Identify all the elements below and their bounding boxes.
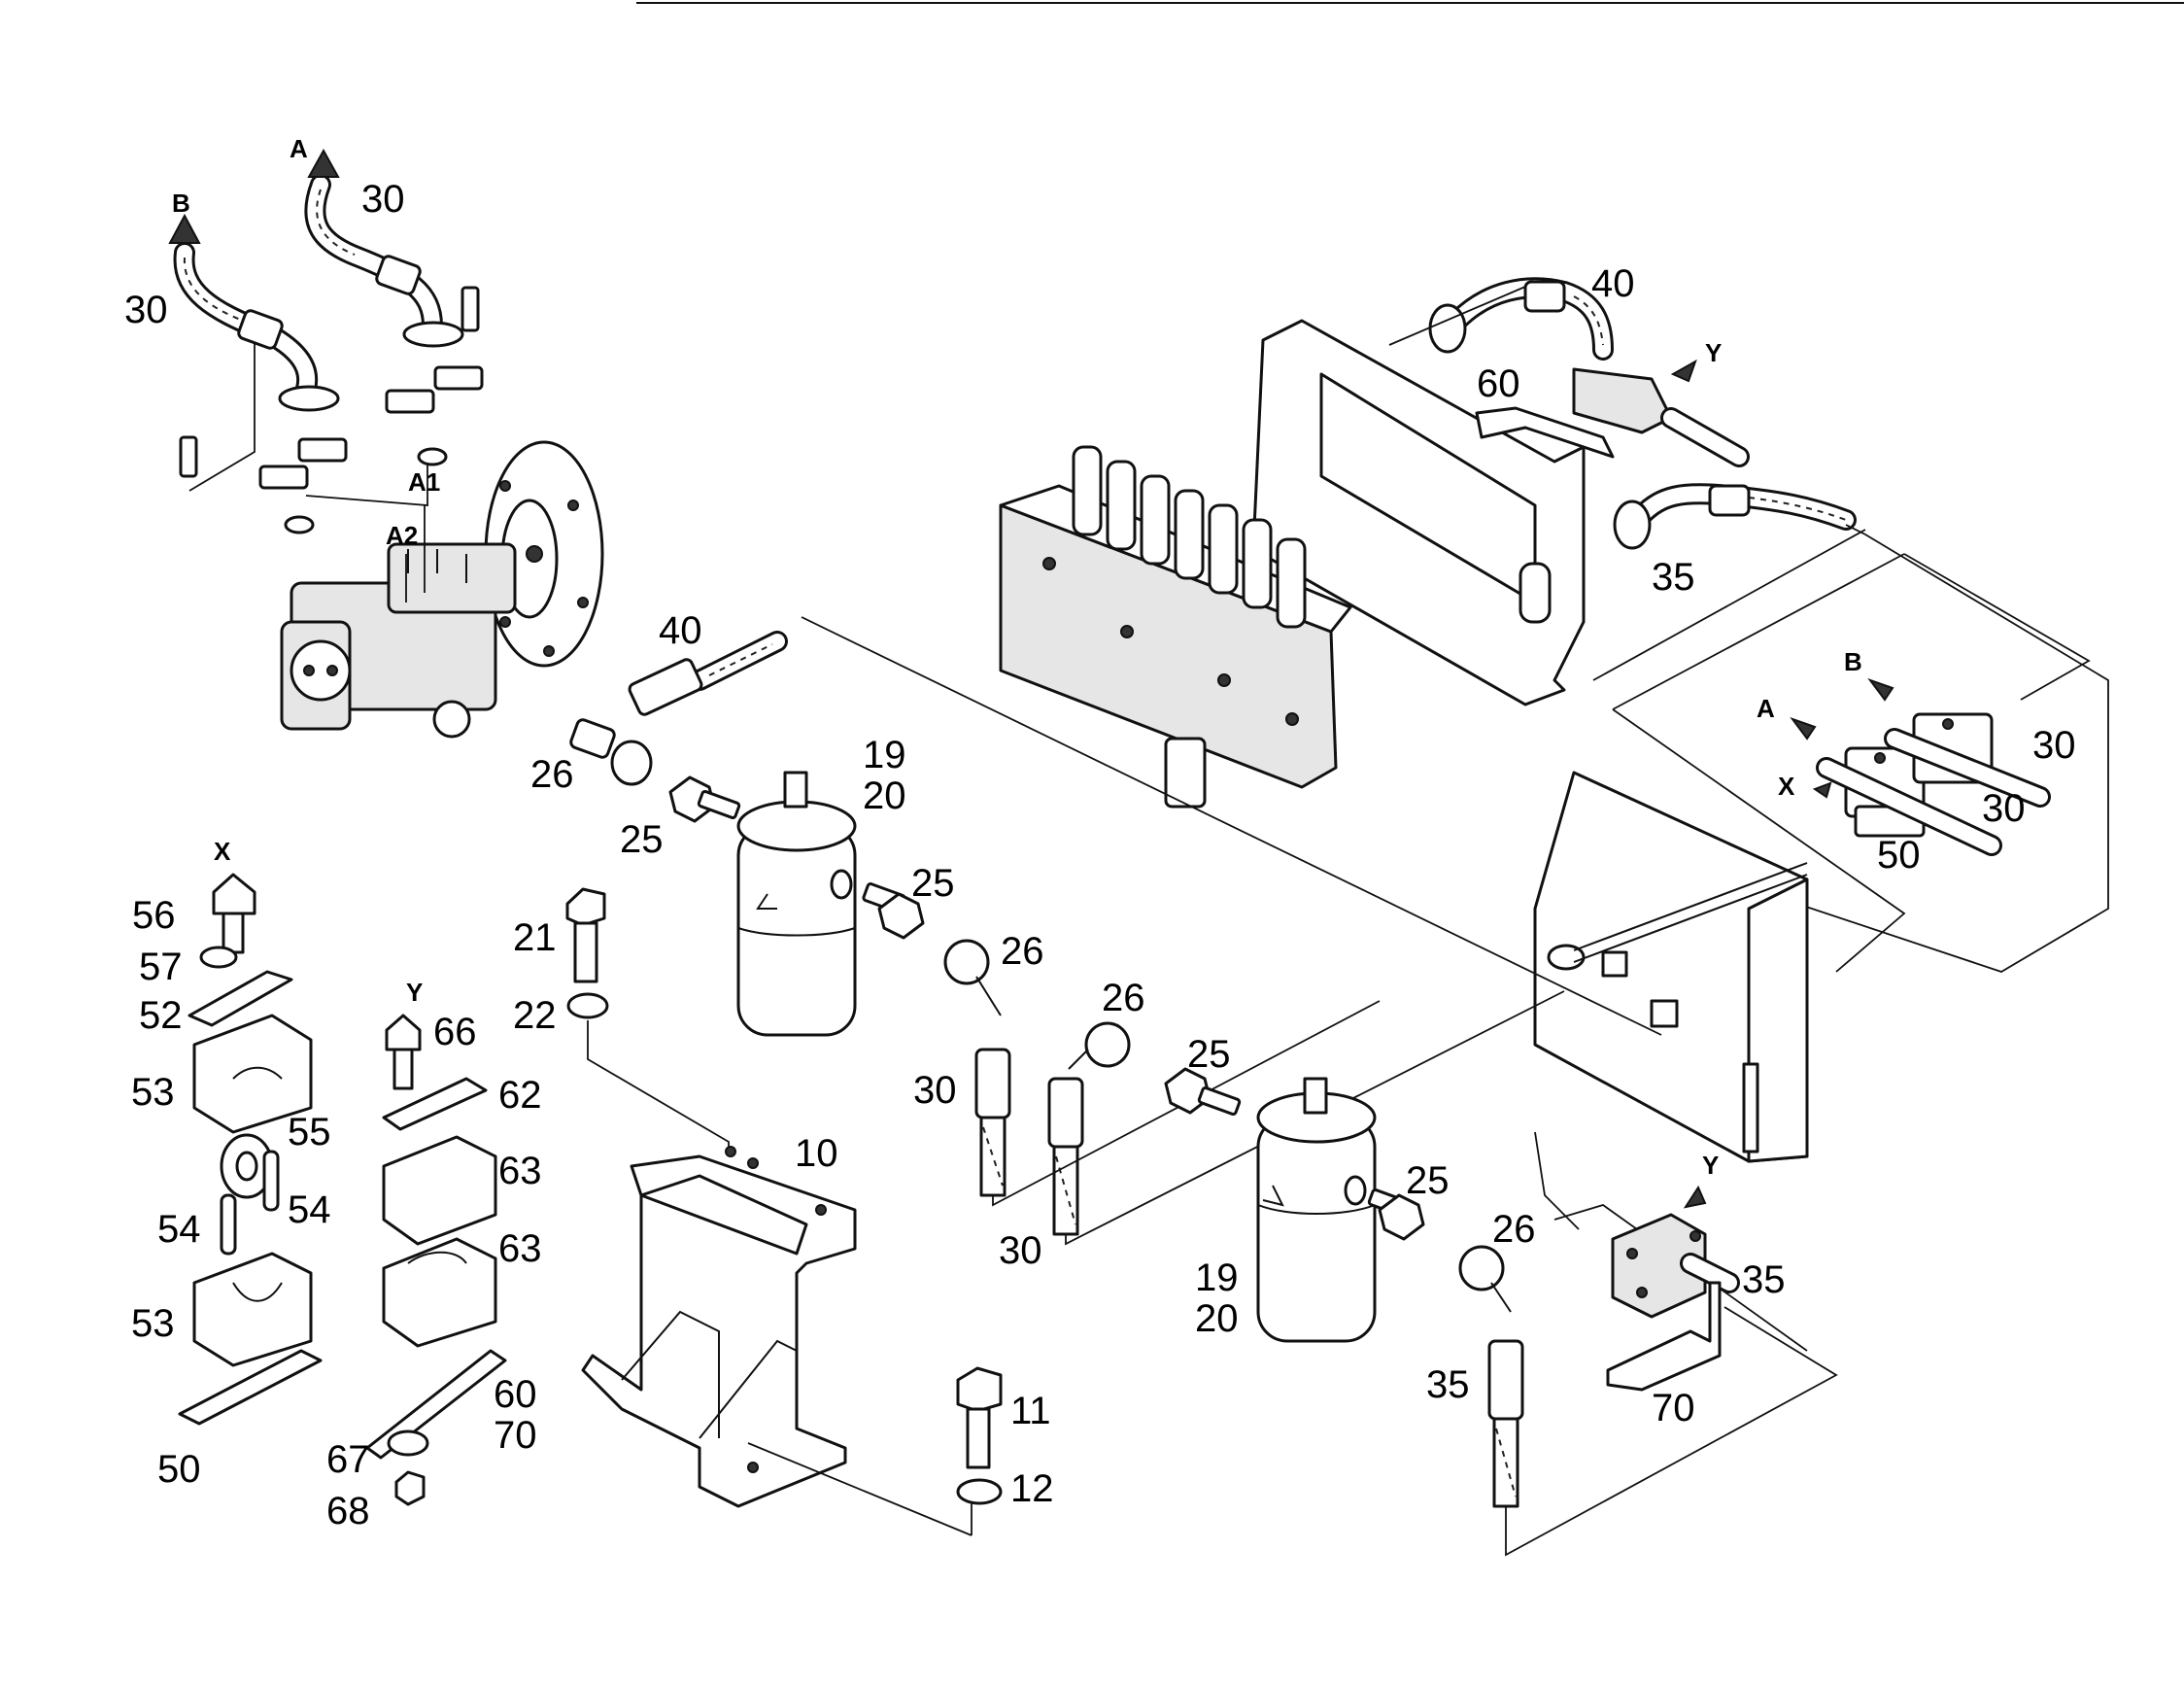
clamp-stack-middle — [365, 1014, 507, 1506]
arrow-y-lower — [1683, 1185, 1707, 1209]
callout-fitting-25-left: 25 — [620, 818, 664, 861]
clamp-letter-x: X — [1778, 772, 1795, 801]
mounting-bracket-10 — [581, 1146, 857, 1508]
hose-40-mid — [628, 631, 788, 716]
callout-fitting-25-upper-right: 25 — [911, 862, 955, 905]
callout-pin-54-right: 54 — [288, 1188, 331, 1231]
callout-plate-50: 50 — [157, 1448, 201, 1491]
letter-y-top: Y — [1705, 338, 1722, 367]
clamp-stack-left — [178, 873, 323, 1426]
fitting-26-mid — [1068, 1021, 1131, 1070]
callout-clamp-50-right: 50 — [1877, 834, 1921, 877]
solenoid-bracket-60 — [1475, 367, 1750, 467]
callout-fitting-26-mid: 26 — [1102, 977, 1145, 1019]
callout-fitting-26-lower: 26 — [1492, 1208, 1536, 1251]
flange-clamp-set-top — [179, 286, 484, 534]
callout-hose-30-a: 30 — [361, 178, 405, 221]
control-panel-box — [1533, 771, 1809, 1163]
callout-bolt-11: 11 — [1010, 1390, 1051, 1432]
callout-hose-35-lower: 35 — [1426, 1363, 1470, 1406]
hose-a — [304, 148, 464, 348]
fitting-25-left — [668, 775, 741, 823]
callout-hose-35-clamp: 35 — [1742, 1258, 1786, 1301]
hose-40-top — [1428, 277, 1614, 361]
callout-filter-20-lower: 20 — [1195, 1297, 1239, 1340]
bolt-11 — [956, 1366, 1003, 1469]
hose-30-mid-left — [974, 1048, 1011, 1197]
callout-plate-62: 62 — [498, 1074, 542, 1117]
callout-washer-57: 57 — [139, 946, 183, 988]
letter-x-left: X — [214, 837, 231, 866]
callout-hose-30-mid-bottom: 30 — [999, 1229, 1042, 1272]
callout-bolt-66: 66 — [433, 1011, 477, 1053]
callout-filter-19-lower: 19 — [1195, 1257, 1239, 1299]
control-valve-frame — [1251, 319, 1586, 706]
callout-fitting-25-lower-right: 25 — [1406, 1159, 1450, 1202]
bolt-21 — [565, 887, 606, 983]
callout-washer-22: 22 — [513, 994, 557, 1037]
washer-12 — [956, 1478, 1003, 1505]
fitting-25-lower-right — [1367, 1188, 1425, 1241]
callout-bracket-10: 10 — [795, 1132, 838, 1175]
callout-clamp-30-b: 30 — [1982, 787, 2026, 830]
callout-filter-19-upper: 19 — [863, 734, 906, 776]
callout-bolt-21: 21 — [513, 916, 557, 959]
callout-half-53-bottom: 53 — [131, 1302, 175, 1345]
callout-nut-68: 68 — [326, 1490, 370, 1532]
fitting-26-lower — [1458, 1245, 1512, 1313]
bracket-70 — [1606, 1281, 1722, 1392]
filter-lower — [1256, 1077, 1377, 1343]
callout-ring-55: 55 — [288, 1111, 331, 1153]
callout-pin-54-left: 54 — [157, 1208, 201, 1251]
letter-y-mid: Y — [406, 978, 423, 1007]
callout-bracket-70: 70 — [1652, 1387, 1695, 1429]
callout-fitting-26-left: 26 — [530, 753, 574, 796]
fitting-26-left — [569, 718, 653, 786]
clamp-letter-b: B — [1844, 647, 1862, 676]
hose-b — [168, 213, 340, 412]
fitting-25-upper-right — [862, 882, 925, 940]
callout-half-63-bottom: 63 — [498, 1227, 542, 1270]
callout-hose-35-top: 35 — [1652, 556, 1695, 599]
callout-washer-67: 67 — [326, 1438, 370, 1481]
callout-plate-70: 70 — [494, 1414, 537, 1457]
callout-half-63-top: 63 — [498, 1150, 542, 1192]
letter-y-lower: Y — [1702, 1151, 1719, 1180]
clamp-letter-a: A — [1757, 694, 1775, 723]
callout-washer-12: 12 — [1010, 1467, 1054, 1510]
callout-plate-52: 52 — [139, 994, 183, 1037]
control-valve-block — [999, 445, 1352, 809]
letter-a-top: A — [290, 134, 308, 163]
pipe-clamp-assembly-50 — [1790, 677, 2051, 856]
solenoid-valve-y-lower — [1611, 1213, 1740, 1319]
washer-22 — [566, 992, 609, 1019]
callout-plate-60: 60 — [494, 1373, 537, 1416]
callout-hose-30-mid-left: 30 — [913, 1069, 957, 1112]
callout-hose-40-mid: 40 — [659, 609, 702, 652]
hose-30-mid-right — [1047, 1077, 1084, 1236]
filter-upper — [736, 771, 857, 1037]
callout-clamp-30-a: 30 — [2032, 724, 2076, 767]
callout-fitting-26-upper-right: 26 — [1001, 930, 1044, 973]
callout-bolt-56: 56 — [132, 894, 176, 937]
callout-hose-30-b: 30 — [124, 289, 168, 331]
callout-fitting-25-lower: 25 — [1187, 1033, 1231, 1076]
letter-b-top: B — [172, 189, 190, 218]
hydraulic-pump-assembly — [280, 440, 604, 739]
callout-half-53-top: 53 — [131, 1071, 175, 1114]
hose-35-top — [1613, 483, 1857, 550]
fitting-26-upper-right — [943, 939, 1002, 1016]
hose-35-lower — [1487, 1339, 1524, 1508]
callout-bracket-60-top: 60 — [1477, 362, 1520, 405]
arrow-y-top — [1670, 359, 1697, 383]
port-label-a1: A1 — [408, 467, 440, 497]
callout-hose-40-top: 40 — [1591, 262, 1635, 305]
callout-filter-20-upper: 20 — [863, 775, 906, 817]
port-label-a2: A2 — [386, 521, 418, 550]
fitting-25-lower — [1164, 1067, 1242, 1117]
